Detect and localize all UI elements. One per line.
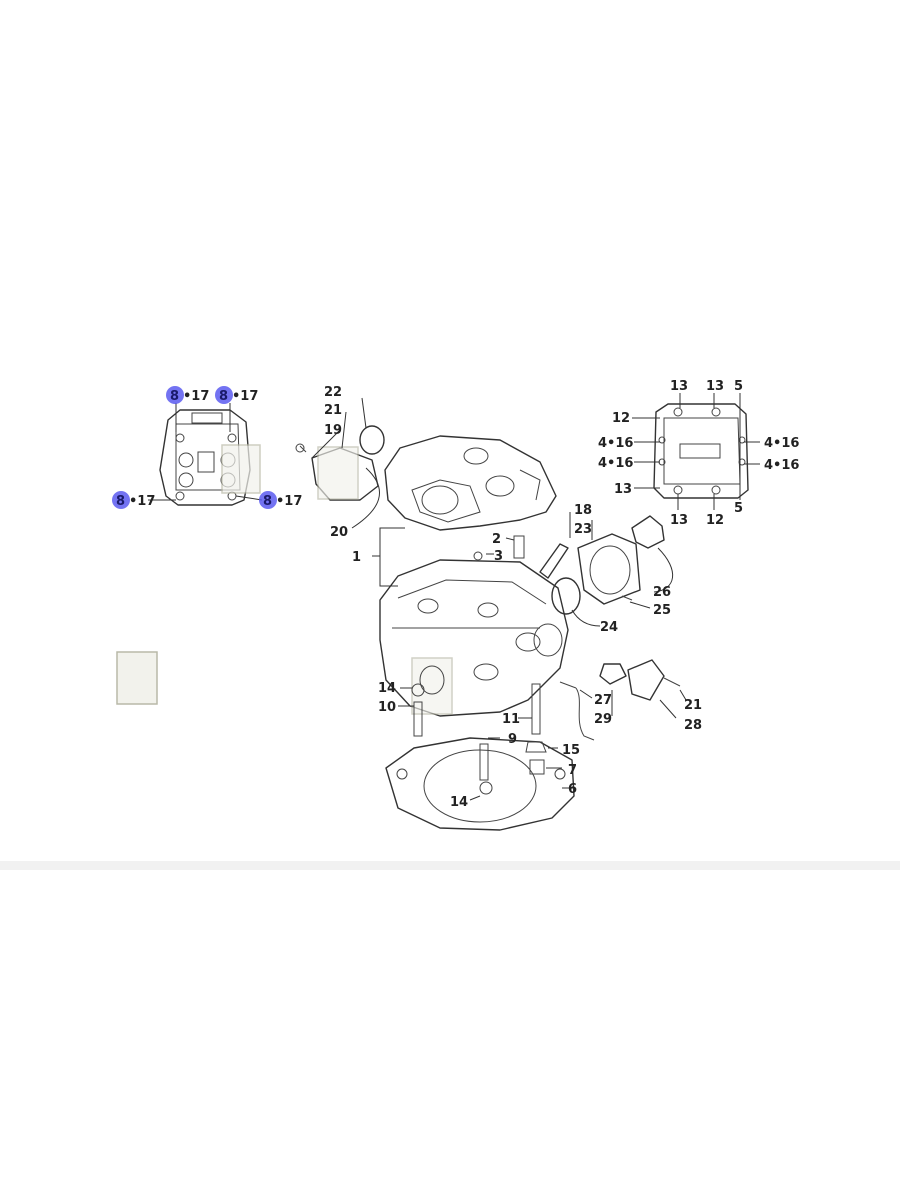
- highlight-swatch: [116, 651, 158, 705]
- callout-14-lower: 14: [450, 795, 468, 810]
- callout-5-top: 5: [734, 379, 743, 394]
- callout-15: 15: [562, 743, 580, 758]
- callout-number: 8: [219, 389, 228, 404]
- callout-number: 8: [116, 494, 125, 509]
- callout-22: 22: [324, 385, 342, 400]
- callout-rest: •17: [183, 389, 209, 404]
- callout-5-bottom: 5: [734, 501, 743, 516]
- cylinder-head-assembly: [295, 397, 687, 831]
- callout-25: 25: [653, 603, 671, 618]
- callout-26: 26: [653, 585, 671, 600]
- callout-2: 2: [492, 532, 501, 547]
- callout-rest: •17: [276, 494, 302, 509]
- callout-23: 23: [574, 522, 592, 537]
- callout-13-bottom: 13: [670, 513, 688, 528]
- callout-18: 18: [574, 503, 592, 518]
- callout-number: 8: [263, 494, 272, 509]
- callout-3: 3: [494, 549, 503, 564]
- callout-13-top-right: 13: [706, 379, 724, 394]
- callout-labels: 22 21 19 20 1 2 3 18 23 26 25 24 14 10 2…: [324, 379, 799, 810]
- callout-28: 28: [684, 718, 702, 733]
- callout-12-bottom: 12: [706, 513, 724, 528]
- callout-14-upper: 14: [378, 681, 396, 696]
- callout-7: 7: [568, 763, 577, 778]
- head-bottom-view-inset: [148, 403, 263, 506]
- callout-4-16-left-lower: 4•16: [598, 456, 633, 471]
- callout-4-16-left-upper: 4•16: [598, 436, 633, 451]
- callout-4-16-right-lower: 4•16: [764, 458, 799, 473]
- callout-21: 21: [324, 403, 342, 418]
- callout-6: 6: [568, 782, 577, 797]
- callout-8-17-bottom-right[interactable]: 8 •17: [259, 491, 302, 509]
- callout-13-top-left: 13: [670, 379, 688, 394]
- callout-rest: •17: [232, 389, 258, 404]
- callout-24: 24: [600, 620, 618, 635]
- callout-8-17-top-right[interactable]: 8 •17: [215, 386, 258, 404]
- callout-21-right: 21: [684, 698, 702, 713]
- callout-number: 8: [170, 389, 179, 404]
- page-bottom-bar: [0, 861, 900, 870]
- callout-10: 10: [378, 700, 396, 715]
- callout-9: 9: [508, 732, 517, 747]
- callout-29: 29: [594, 712, 612, 727]
- callout-8-17-bottom-left[interactable]: 8 •17: [112, 491, 155, 509]
- valve-cover-inset: [632, 393, 760, 510]
- callout-19: 19: [324, 423, 342, 438]
- callout-11: 11: [502, 712, 520, 727]
- callout-rest: •17: [129, 494, 155, 509]
- callout-8-17-top-left[interactable]: 8 •17: [166, 386, 209, 404]
- callout-27: 27: [594, 693, 612, 708]
- callout-4-16-right-upper: 4•16: [764, 436, 799, 451]
- callout-1: 1: [352, 550, 361, 565]
- callout-13-bottom-left: 13: [614, 482, 632, 497]
- callout-20: 20: [330, 525, 348, 540]
- callout-12-left: 12: [612, 411, 630, 426]
